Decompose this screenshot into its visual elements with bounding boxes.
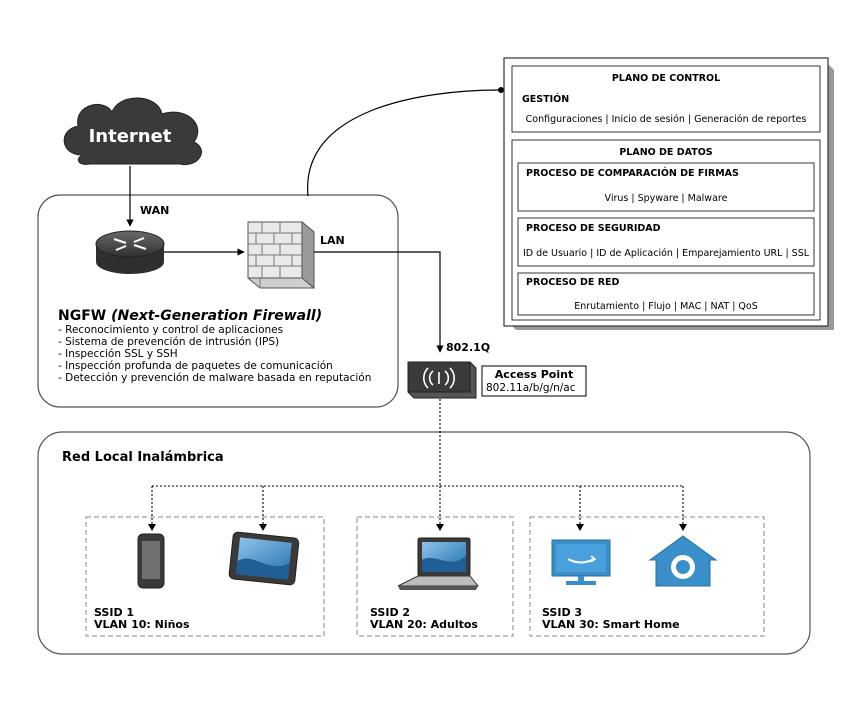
ssid-label: SSID 2 <box>370 606 410 619</box>
process-box <box>517 162 815 212</box>
smart-home-icon <box>648 535 718 587</box>
access-point-standard: 802.11a/b/g/n/ac <box>486 382 576 394</box>
ssid-group-box <box>356 516 514 637</box>
process-items: Enrutamiento | Flujo | MAC | NAT | QoS <box>574 301 757 312</box>
wlan-title: Red Local Inalámbrica <box>62 450 224 465</box>
ngfw-feature: - Inspección SSL y SSH <box>58 348 178 360</box>
ngfw-feature: - Reconocimiento y control de aplicacion… <box>58 324 283 336</box>
process-title: PROCESO DE COMPARACIÓN DE FIRMAS <box>526 167 739 179</box>
ngfw-feature: - Detección y prevención de malware basa… <box>58 372 371 384</box>
control-plane-box <box>511 65 821 133</box>
ssid-group-box <box>529 516 765 637</box>
process-box <box>517 272 815 316</box>
ngfw-feature: - Sistema de prevención de intrusión (IP… <box>58 336 279 348</box>
control-plane-items: Configuraciones | Inicio de sesión | Gen… <box>526 114 807 125</box>
trunk-label: 802.1Q <box>446 341 490 354</box>
process-box <box>517 217 815 267</box>
router-icon <box>95 230 165 274</box>
process-items: Virus | Spyware | Malware <box>605 193 728 204</box>
lan-link <box>314 251 444 353</box>
lan-label: LAN <box>320 234 345 247</box>
control-plane-section: GESTIÓN <box>522 93 569 105</box>
process-title: PROCESO DE SEGURIDAD <box>526 223 661 234</box>
ngfw-title: NGFW (Next-Generation Firewall) <box>58 308 322 324</box>
vlan-label: VLAN 30: Smart Home <box>542 618 680 631</box>
wan-label: WAN <box>140 204 169 217</box>
ngfw-title-prefix: NGFW <box>58 308 111 324</box>
data-plane-title: PLANO DE DATOS <box>619 147 712 158</box>
laptop-icon <box>397 537 480 590</box>
ngfw-title-italic: (Next-Generation Firewall) <box>111 308 322 324</box>
access-point-title: Access Point <box>495 368 573 381</box>
ssid-label: SSID 1 <box>94 606 134 619</box>
ssid-label: SSID 3 <box>542 606 582 619</box>
tablet-icon <box>228 531 300 586</box>
vlan-label: VLAN 10: Niños <box>94 618 190 631</box>
access-point-label-box <box>481 365 587 397</box>
management-link <box>307 89 501 197</box>
process-title: PROCESO DE RED <box>526 277 620 288</box>
planes-panel: PLANO DE CONTROL GESTIÓN Configuraciones… <box>503 57 834 330</box>
smartphone-icon <box>137 533 165 589</box>
internet-cloud-icon: Internet <box>63 97 202 166</box>
process-items: ID de Usuario | ID de Aplicación | Empar… <box>523 248 810 259</box>
access-point-icon <box>407 361 477 399</box>
ssid-group-box <box>85 516 325 637</box>
internet-label: Internet <box>89 126 172 147</box>
firewall-icon <box>247 220 315 290</box>
control-plane-title: PLANO DE CONTROL <box>612 73 720 84</box>
wireless-links <box>151 399 684 526</box>
ngfw-feature: - Inspección profunda de paquetes de com… <box>58 360 333 372</box>
smart-tv-icon <box>551 539 611 585</box>
vlan-label: VLAN 20: Adultos <box>370 618 478 631</box>
